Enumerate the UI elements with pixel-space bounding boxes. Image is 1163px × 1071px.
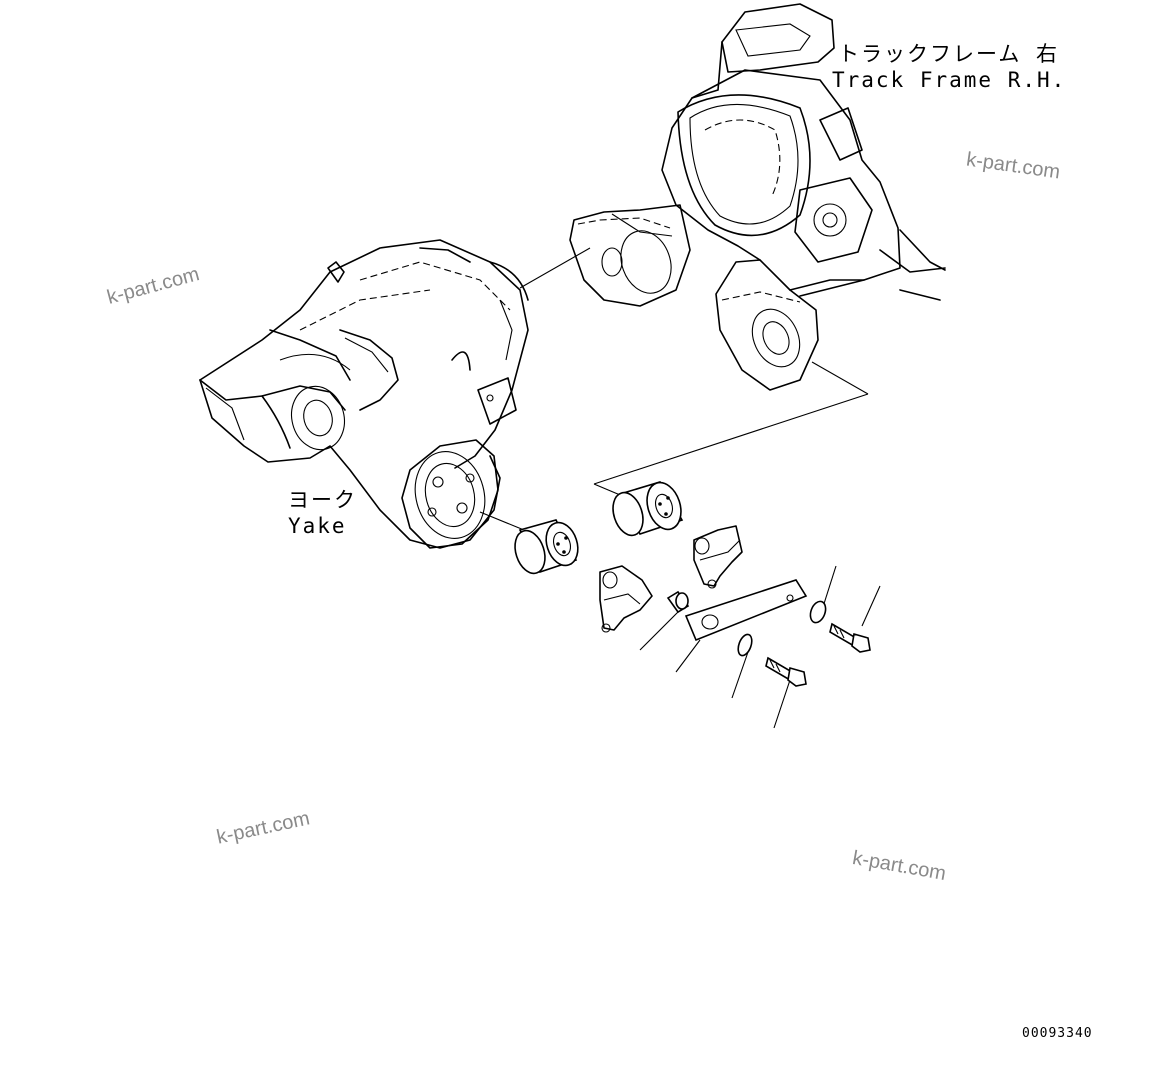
bolt-lower — [765, 656, 807, 687]
bushing-lower — [514, 519, 579, 575]
track-frame-label-en: Track Frame R.H. — [832, 68, 1067, 92]
collar — [666, 590, 690, 614]
yoke-label-en: Yake — [288, 514, 347, 538]
bushing-upper — [612, 481, 684, 537]
yoke-illustration — [199, 239, 529, 549]
bracket-upper — [693, 525, 743, 589]
plate — [684, 579, 808, 642]
track-frame-label-jp: トラックフレーム 右 — [838, 42, 1060, 66]
leader-lines — [479, 247, 881, 729]
bracket-lower — [599, 565, 653, 633]
track-frame-illustration — [569, 3, 946, 391]
washer-flat — [737, 633, 753, 657]
drawing-code: 00093340 — [1022, 1026, 1093, 1041]
yoke-label-jp: ヨーク — [288, 488, 357, 512]
bolt-upper — [829, 622, 871, 653]
washer-spring — [809, 600, 827, 624]
